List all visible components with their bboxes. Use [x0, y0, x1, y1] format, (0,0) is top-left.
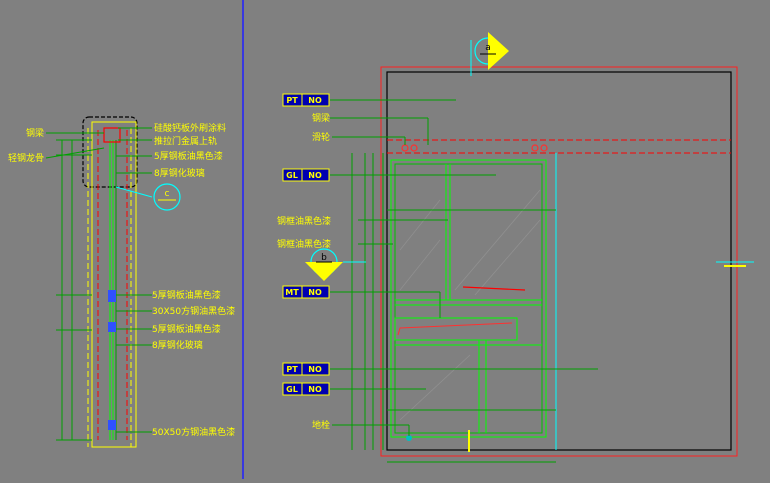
- tag-number: NO: [308, 385, 322, 394]
- label-frame-paint-1: 钢框油黑色漆: [277, 215, 331, 227]
- section-b-arrow: [305, 262, 343, 281]
- pulley-left: [401, 144, 418, 152]
- material-tag-pt-2[interactable]: PT NO: [282, 362, 330, 376]
- joint-block-1: [108, 290, 116, 302]
- material-tag-mt[interactable]: MT NO: [282, 285, 330, 299]
- label-plate-top: 5厚钢板油黑色漆: [154, 150, 223, 162]
- section-b-letter: b: [321, 253, 327, 263]
- tag-code: PT: [286, 96, 298, 105]
- elevation-a-arrow: [488, 32, 509, 70]
- leader-keel: [45, 147, 105, 159]
- joint-block-2: [108, 322, 116, 332]
- material-tag-gl-1[interactable]: GL NO: [282, 168, 330, 182]
- elevation-a-letter: a: [485, 43, 491, 53]
- handle-detail: [397, 322, 513, 336]
- label-plate-mid1: 5厚钢板油黑色漆: [152, 289, 221, 301]
- pulley-right: [531, 144, 548, 152]
- tag-number: NO: [308, 288, 322, 297]
- tag-number: NO: [308, 365, 322, 374]
- tag-number: NO: [308, 171, 322, 180]
- section-c-letter: c: [165, 189, 170, 199]
- label-pulley: 滑轮: [312, 131, 330, 143]
- material-tags: PT NO GL NO MT NO PT NO GL NO: [282, 93, 330, 396]
- label-light-steel-keel: 轻钢龙骨: [8, 152, 44, 164]
- joint-block-3: [108, 420, 116, 430]
- left-label-group: 钢梁 轻钢龙骨 硅酸钙板外刷涂料 推拉门金属上轨 5厚钢板油黑色漆 8厚钢化玻璃…: [8, 122, 235, 438]
- track-head: [103, 127, 121, 143]
- arrow-indicator: [462, 286, 526, 291]
- tag-number: NO: [308, 96, 322, 105]
- material-tag-pt-1[interactable]: PT NO: [282, 93, 330, 107]
- label-sliding-track: 推拉门金属上轨: [154, 135, 217, 147]
- door-panel-outer: [390, 159, 547, 438]
- label-steel-beam-right: 钢梁: [312, 112, 330, 124]
- label-glass-mid: 8厚钢化玻璃: [152, 339, 203, 351]
- tag-code: GL: [286, 171, 298, 180]
- tag-code: GL: [286, 385, 298, 394]
- section-c-marker[interactable]: [153, 183, 181, 211]
- elevation-detail: b a: [305, 32, 754, 463]
- label-frame-paint-2: 钢框油黑色漆: [277, 238, 331, 250]
- tag-code: PT: [286, 365, 298, 374]
- elevation-frame: [386, 71, 732, 451]
- label-tube-50x50: 50X50方钢油黑色漆: [152, 426, 235, 438]
- material-tag-gl-2[interactable]: GL NO: [282, 382, 330, 396]
- handle-bar: [394, 317, 518, 341]
- label-steel-beam: 钢梁: [26, 127, 44, 139]
- door-panel-inner: [394, 163, 543, 434]
- right-label-group: 钢梁 滑轮 钢框油黑色漆 钢框油黑色漆 地栓: [277, 112, 331, 431]
- label-plate-mid2: 5厚钢板油黑色漆: [152, 323, 221, 335]
- floor-bolt-dot: [406, 435, 412, 441]
- section-detail: c: [45, 116, 181, 448]
- section-c-leader: [115, 186, 153, 198]
- elevation-red-outline: [380, 66, 738, 457]
- tag-code: MT: [285, 288, 299, 297]
- glass-hatch: [399, 189, 541, 421]
- label-floor-bolt: 地栓: [312, 419, 330, 431]
- wall-outline: [91, 121, 137, 448]
- label-glass-top: 8厚钢化玻璃: [154, 167, 205, 179]
- label-finish-coating: 硅酸钙板外刷涂料: [154, 122, 226, 134]
- label-tube-30x50: 30X50方钢油黑色漆: [152, 305, 235, 317]
